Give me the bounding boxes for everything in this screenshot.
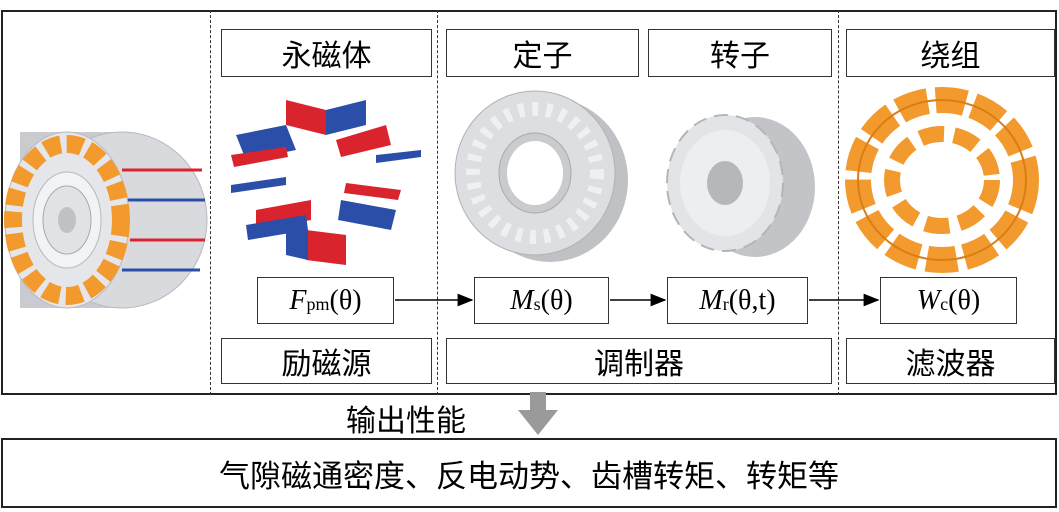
role-filter: 滤波器 <box>846 338 1055 384</box>
formula-ms-sub: s <box>533 294 541 314</box>
rotor-illustration <box>666 114 815 257</box>
formula-fpm-symbol: F <box>289 284 307 316</box>
output-down-arrow-icon <box>518 392 558 435</box>
role-modulator: 调制器 <box>446 338 832 384</box>
formula-mr-arg: (θ,t) <box>728 284 776 316</box>
formula-ms-arg: (θ) <box>540 284 573 316</box>
label-permanent-magnet: 永磁体 <box>221 29 432 77</box>
separator-1 <box>210 10 211 395</box>
separator-2 <box>437 10 438 395</box>
formula-wc-symbol: W <box>916 284 941 316</box>
formula-mr-sub: r <box>722 294 729 314</box>
output-items-box: 气隙磁通密度、反电动势、齿槽转矩、转矩等 <box>1 438 1057 508</box>
stator-illustration <box>454 90 628 262</box>
main-frame <box>1 10 1057 395</box>
formula-ms-symbol: M <box>510 284 534 316</box>
formula-mr-symbol: M <box>699 284 723 316</box>
formula-wc-sub: c <box>940 294 949 314</box>
label-rotor: 转子 <box>648 29 832 77</box>
motor-assembly-illustration <box>4 131 208 309</box>
formula-fpm-sub: pm <box>306 294 330 314</box>
formula-fpm-arg: (θ) <box>329 284 362 316</box>
formula-wc-arg: (θ) <box>948 284 981 316</box>
separator-3 <box>838 10 839 395</box>
label-winding: 绕组 <box>846 29 1055 77</box>
role-excitation-source: 励磁源 <box>221 338 432 384</box>
label-stator: 定子 <box>446 29 639 77</box>
output-label: 输出性能 <box>346 404 466 439</box>
winding-illustration <box>845 87 1039 273</box>
permanent-magnet-illustration <box>231 100 421 265</box>
